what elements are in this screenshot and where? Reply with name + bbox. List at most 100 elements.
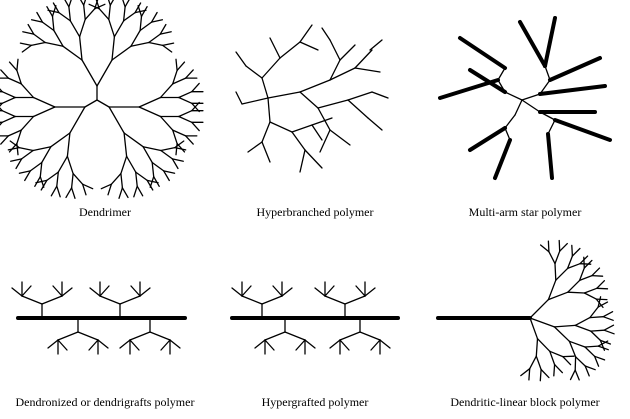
dendritic-block-branch [603,312,612,317]
dendronized-branch [62,288,72,296]
dendrimer-branch [2,98,15,104]
dendrimer-branch [149,34,161,42]
dendritic-block-branch [585,346,598,347]
dendrimer-branch [82,60,97,86]
dendrimer-branch [163,45,172,52]
dendrimer-branch [70,21,79,37]
dendronized-branch [170,340,180,348]
dendrimer-branch [99,9,109,20]
dendritic-block-branch [555,264,556,281]
dendrimer-branch [176,59,177,70]
hyperbranched-bond [262,142,270,162]
star-core-bond [505,115,515,128]
dendronized-branch [22,296,42,304]
hypergrafted-branch [285,332,305,340]
dendritic-block-branch [604,330,614,334]
dendrimer-branch [22,45,31,52]
hyperbranched-bond [305,150,322,168]
hypergrafted-branch [232,288,242,296]
dendrimer-branch [10,62,17,70]
hyperbranched-bond [340,45,355,60]
dendrimer-branch [2,111,15,117]
dendritic-block-branch [540,370,541,381]
hyperbranched-bond [270,38,280,58]
dendrimer-branch [179,117,192,123]
dendronized-branch [48,340,58,348]
dendritic-block-branch [591,330,604,331]
hyperbranched-bond [268,98,270,122]
dendrimer-branch [161,151,173,159]
dendronized-branch [130,340,139,350]
dendrimer-branch [137,186,143,196]
hyperbranched-bond [318,100,348,108]
dendrimer-branch [59,13,71,21]
dendritic-block-branch [541,370,549,378]
dendrimer-branch [42,147,51,163]
dendritic-block-branch [584,257,585,268]
dendronized-branch [22,286,31,296]
hyperbranched-bond [300,80,330,92]
dendrimer-branch [139,98,160,108]
dendrimer-branch [112,46,131,60]
hypergrafted-branch [255,340,265,348]
multi-arm-star-polymer-drawing [440,18,610,178]
dendritic-block-branch [572,249,580,257]
dendrimer-branch [136,172,138,186]
dendrimer-branch [131,31,140,47]
dendritic-block-branch [592,268,600,276]
hypergrafted-branch [315,288,325,296]
dendronized-branch [98,340,108,348]
dendrimer-branch [20,43,31,45]
dendrimer-branch [143,147,152,163]
hyperbranched-polymer-drawing [236,25,388,172]
hypergrafted-branch [365,288,375,296]
hyperbranched-bond [348,92,372,100]
hypergrafted-branch [340,332,360,340]
star-arm [555,120,610,140]
hypergrafted-branch [296,340,305,350]
dendrimer-branch [134,186,137,197]
hyperbranched-bond [355,50,372,68]
hypergrafted-branch [330,340,340,348]
dendronized-branch [100,296,120,304]
dendritic-block-branch [554,325,575,327]
dendronized-branch [130,332,150,340]
dendrimer-branch [1,70,9,78]
dendronized-branch [53,286,62,296]
dendrimer-branch [149,43,163,46]
dendrimer-branch [45,43,63,47]
dendritic-block-branch [549,252,555,264]
dendritic-block-branch [575,325,591,331]
dendritic-block-branch [560,244,568,252]
dendrimer-branch [177,62,184,70]
hypergrafted-branch [242,296,262,304]
dendrimer-branch [161,148,175,151]
dendrimer-branch [42,22,54,30]
dendrimer-branch [109,107,124,133]
star-arm [495,140,510,178]
dendritic-block-branch [592,276,603,277]
dendronized-branch [120,296,140,304]
dendronized-branch [140,288,150,296]
dendronized-branch [90,288,100,296]
dendritic-block-branch [536,339,537,357]
dendrimer-branch [54,31,63,47]
dendrimer-branch [84,5,86,19]
hyperbranched-bond [280,42,300,58]
hyperbranched-bond [330,130,350,145]
dendrimer-branch [121,156,127,173]
hypergrafted-branch [325,286,334,296]
dendrimer-branch [121,174,123,188]
star-core-bond [505,92,522,100]
dendrimer-branch [34,34,46,42]
dendritic-block-branch [597,281,605,289]
dendritic-block-branch [571,370,576,380]
hypergrafted-branch [265,332,285,340]
star-core-bond [545,66,550,80]
dendritic-block-branch [590,307,598,318]
hypergrafted-branch [282,288,292,296]
dendritic-block-branch [591,331,601,340]
dendrimer-branch [111,174,121,185]
hypergrafted-branch [325,296,345,304]
dendritic-block-branch [521,369,530,376]
